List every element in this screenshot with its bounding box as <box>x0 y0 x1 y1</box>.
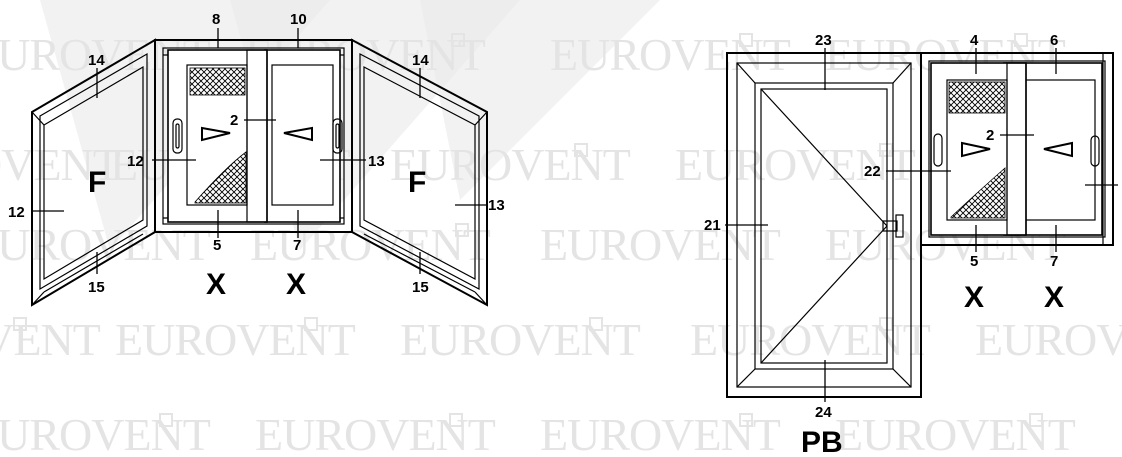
code-f-left: F <box>88 166 106 199</box>
watermark-mark <box>304 317 318 331</box>
sliding-window <box>920 52 1114 246</box>
right-panel-inner <box>359 53 480 290</box>
label-12-left: 12 <box>8 204 25 221</box>
watermark-text: EUROVENT <box>0 314 101 365</box>
code-x-right: X <box>1044 281 1064 314</box>
slide-right-arrow-icon <box>961 141 991 158</box>
watermark-text: EUROVENT <box>390 139 631 190</box>
watermark-mark <box>1029 413 1043 427</box>
code-f-right: F <box>408 166 426 199</box>
label-2: 2 <box>986 127 994 144</box>
watermark-mark <box>879 317 893 331</box>
watermark-mark <box>13 317 27 331</box>
label-24: 24 <box>815 404 832 421</box>
right-sash-handle <box>332 118 343 154</box>
label-23: 23 <box>815 32 832 49</box>
watermark-stripe <box>420 0 660 200</box>
watermark-mark <box>451 33 465 47</box>
watermark-mark <box>879 143 893 157</box>
mesh-insert-top <box>189 67 246 96</box>
window-mesh-top <box>948 81 1006 114</box>
label-8: 8 <box>212 11 220 28</box>
label-10: 10 <box>290 11 307 28</box>
label-14-left: 14 <box>88 52 105 69</box>
window-left-handle <box>933 133 943 167</box>
centre-outer-frame <box>154 39 353 233</box>
watermark-text: EUROVENT <box>540 409 781 457</box>
watermark-mark <box>449 413 463 427</box>
door-glass <box>754 82 894 370</box>
label-5: 5 <box>970 253 978 270</box>
watermark-text: EUROVENT <box>0 409 211 457</box>
left-sash-handle <box>172 118 183 154</box>
watermark-text: EUROVENT <box>255 409 496 457</box>
centre-frame <box>154 39 353 233</box>
watermark-mark <box>159 413 173 427</box>
label-5: 5 <box>213 237 221 254</box>
code-x-right: X <box>286 268 306 301</box>
label-7: 7 <box>293 237 301 254</box>
right-fixed-panel <box>351 38 488 307</box>
window-mesh-bottom <box>950 167 1006 219</box>
right-door-window-diagram: 23 4 6 2 22 21 5 7 24 X X PB <box>704 32 1118 457</box>
label-13-right: 13 <box>488 197 505 214</box>
label-4: 4 <box>970 32 979 49</box>
watermark-text: EUROVENT <box>0 139 121 190</box>
label-7: 7 <box>1050 253 1058 270</box>
watermark-text: EUROVENT <box>975 314 1122 365</box>
watermark-mark <box>574 143 588 157</box>
label-2: 2 <box>230 112 238 129</box>
left-window-diagram: 8 10 14 14 2 12 13 12 13 5 7 15 15 F F X… <box>8 11 505 307</box>
label-21: 21 <box>704 217 721 234</box>
right-panel-glass <box>363 66 476 280</box>
slide-left-arrow-icon <box>1043 141 1073 158</box>
label-13-centre: 13 <box>368 153 385 170</box>
label-15-right: 15 <box>412 279 429 296</box>
label-12-centre: 12 <box>127 153 144 170</box>
watermark-mark <box>739 413 753 427</box>
code-pb: PB <box>801 426 843 457</box>
watermark-text: EUROVENT <box>250 219 491 270</box>
mesh-insert-bottom <box>194 151 247 204</box>
watermark-mark <box>739 33 753 47</box>
code-x-left: X <box>964 281 984 314</box>
watermark-mark <box>1014 33 1028 47</box>
watermark-text: EUROVENT <box>835 409 1076 457</box>
slide-left-arrow-icon <box>283 126 313 142</box>
code-x-left: X <box>206 268 226 301</box>
watermark-mark <box>455 223 469 237</box>
watermark-text: EUROVENT <box>550 29 791 80</box>
label-6: 6 <box>1050 32 1058 49</box>
label-14-right: 14 <box>412 52 429 69</box>
slide-right-arrow-icon <box>201 126 231 142</box>
watermark-text: EUROVENT <box>400 314 641 365</box>
left-panel-inner <box>39 52 148 291</box>
window-outer-frame <box>920 52 1114 246</box>
watermark-mark <box>589 317 603 331</box>
door-handle <box>882 220 898 232</box>
label-15-left: 15 <box>88 279 105 296</box>
watermark-text: EUROVENT <box>540 219 781 270</box>
watermark-text: EUROVENT <box>675 139 916 190</box>
label-22: 22 <box>864 163 881 180</box>
left-panel-glass <box>43 65 144 281</box>
watermark-text: EUROVENT <box>115 314 356 365</box>
